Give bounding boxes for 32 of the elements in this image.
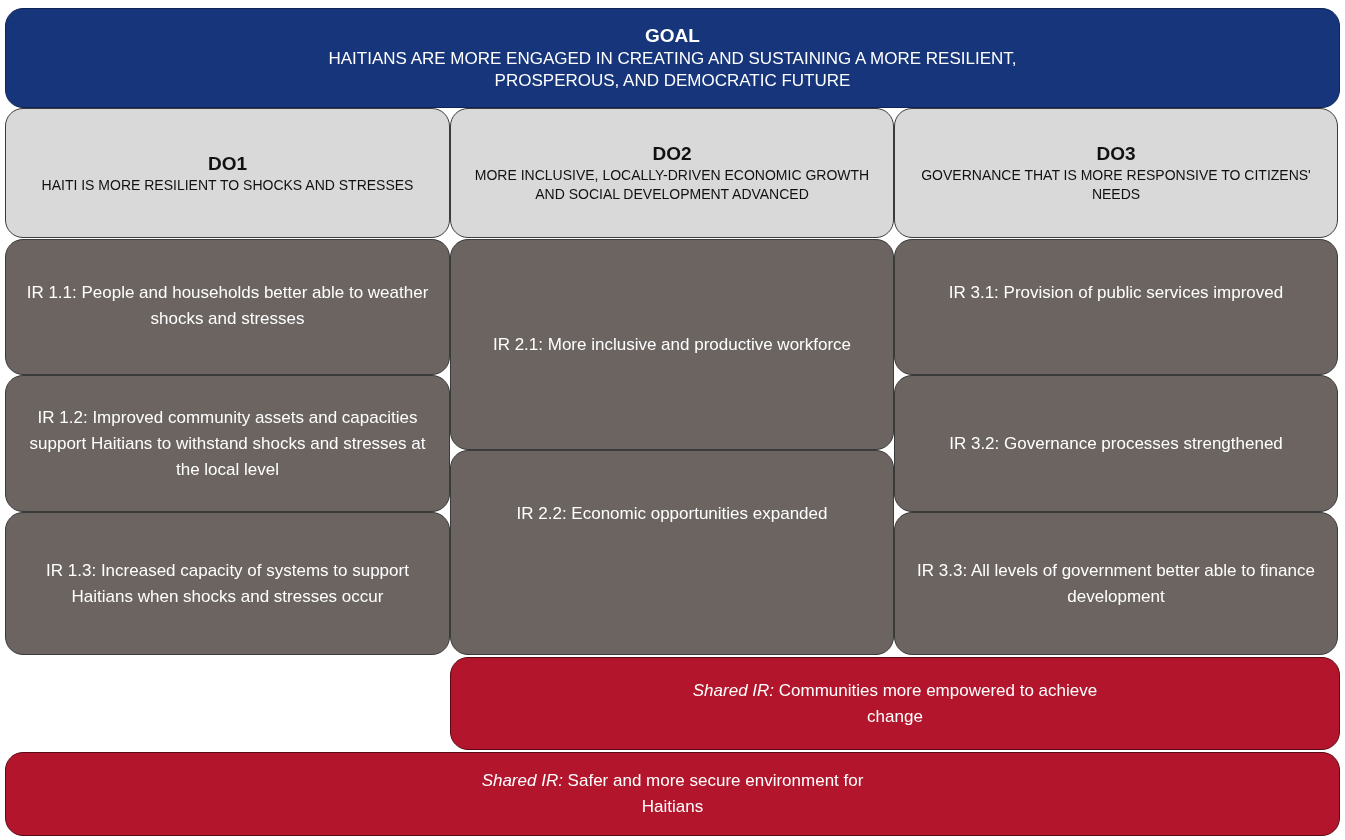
result-box	[450, 450, 894, 655]
box-heading: DO3	[1096, 142, 1136, 166]
box-body: HAITI IS MORE RESILIENT TO SHOCKS AND STRESSES	[41, 175, 414, 195]
box-text: Shared IR: Safer and more secure environment for Haitians	[480, 770, 865, 818]
result-box	[894, 375, 1338, 512]
box-body: MORE INCLUSIVE, LOCALLY-DRIVEN ECONOMIC GROWTH AND SOCIAL DEVELOPMENT ADVANCED	[473, 166, 871, 204]
box-text: IR 1.3: Increased capacity of systems to support Haitians when shocks and stresses occur	[45, 559, 410, 608]
box-heading: DO1	[207, 151, 248, 176]
result-box	[5, 512, 450, 655]
box-text: IR 3.2: Governance processes strengthened	[949, 432, 1283, 455]
box-heading: GOAL	[645, 24, 700, 48]
result-box	[5, 375, 450, 512]
result-box	[5, 239, 450, 375]
box-text: IR 1.2: Improved community assets and capacities support Haitians to withstand shocks and stresses at the local level	[28, 406, 427, 481]
result-box	[450, 239, 894, 450]
objective-box	[450, 108, 894, 238]
objective-box	[5, 108, 450, 238]
box-text: IR 3.3: All levels of government better able to finance development	[916, 559, 1316, 608]
box-text: IR 2.1: More inclusive and productive workforce	[492, 333, 852, 356]
box-text: Shared IR: Communities more empowered to achieve change	[691, 679, 1099, 728]
box-body: HAITIANS ARE MORE ENGAGED IN CREATING AND SUSTAINING A MORE RESILIENT, PROSPEROUS, AND DEMOCRATIC FUTURE	[327, 48, 1018, 92]
objective-box	[894, 108, 1338, 238]
box-body: GOVERNANCE THAT IS MORE RESPONSIVE TO CITIZENS' NEEDS	[920, 166, 1312, 204]
box-text: IR 1.1: People and households better able to weather shocks and stresses	[25, 282, 430, 330]
result-box	[894, 239, 1338, 375]
result-box	[894, 512, 1338, 655]
shared-result-box	[450, 657, 1340, 750]
box-text: IR 2.2: Economic opportunities expanded	[516, 503, 828, 525]
box-text: IR 3.1: Provision of public services improved	[948, 282, 1284, 304]
shared-result-box	[5, 752, 1340, 836]
goal-box	[5, 8, 1340, 108]
box-heading: DO2	[652, 142, 692, 166]
